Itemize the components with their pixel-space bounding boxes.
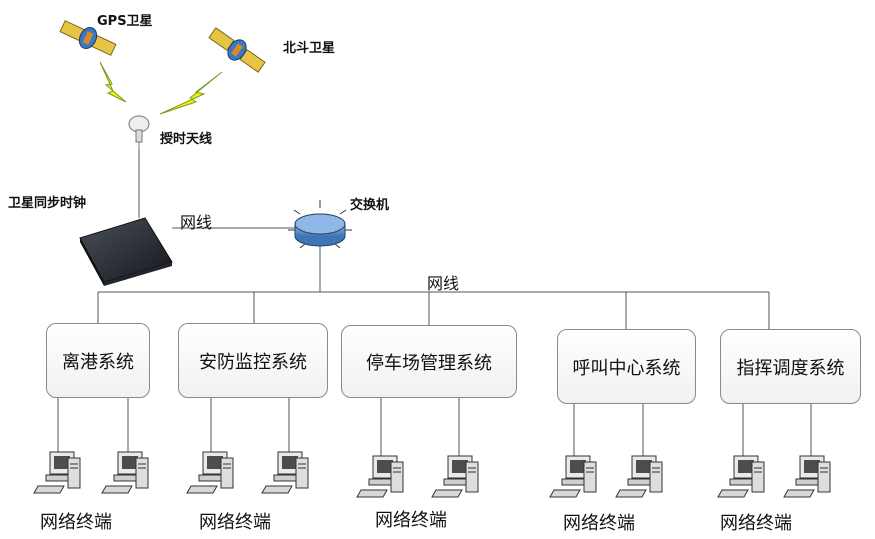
terminal-label: 网络终端 — [199, 512, 271, 533]
antenna-label: 授时天线 — [160, 132, 213, 147]
beidou-satellite-label: 北斗卫星 — [283, 41, 336, 56]
link-label-backbone: 网线 — [427, 274, 460, 293]
antenna-icon — [128, 115, 150, 150]
beidou-satellite-icon — [208, 27, 266, 73]
terminal-label: 网络终端 — [40, 512, 112, 533]
terminal-label: 网络终端 — [720, 513, 792, 534]
gps-satellite-icon — [59, 20, 117, 56]
signal-bolt-gps — [99, 61, 127, 103]
system-box-parking-management: 停车场管理系统 — [341, 325, 517, 398]
terminal-label: 网络终端 — [375, 510, 447, 531]
switch-icon — [288, 200, 352, 249]
gps-satellite-label: GPS卫星 — [97, 14, 153, 29]
terminal-icons — [33, 451, 831, 498]
system-box-departure: 离港系统 — [46, 323, 150, 398]
link-label-clock-switch: 网线 — [180, 213, 213, 232]
satellite-clock-device-icon — [79, 217, 173, 286]
connection-lines — [57, 150, 812, 456]
system-box-security-monitoring: 安防监控系统 — [178, 323, 328, 398]
system-box-command-dispatch: 指挥调度系统 — [720, 329, 861, 404]
system-box-call-center: 呼叫中心系统 — [557, 329, 696, 404]
switch-label: 交换机 — [350, 198, 390, 213]
terminal-label: 网络终端 — [563, 513, 635, 534]
signal-bolt-beidou — [159, 71, 223, 115]
clock-label: 卫星同步时钟 — [8, 196, 87, 211]
